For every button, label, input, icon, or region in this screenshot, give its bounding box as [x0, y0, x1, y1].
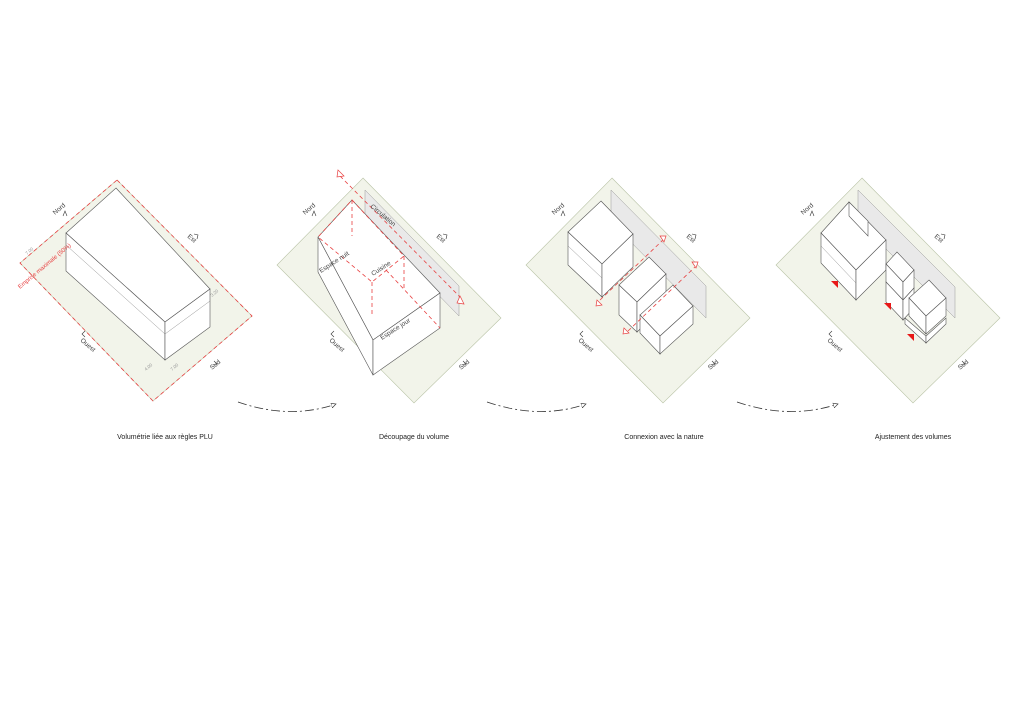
building-volume	[65, 187, 211, 361]
circulation-arrow-end-icon	[456, 295, 465, 305]
label-south: Sud	[458, 358, 472, 371]
label-west: Ouest	[826, 337, 844, 354]
label-east: Est	[685, 233, 697, 245]
dim-left: 7.00	[24, 246, 34, 256]
nature-arrow-icon	[622, 327, 630, 335]
west-arrow-icon	[828, 330, 833, 338]
nature-arrow-icon	[659, 235, 667, 243]
east-arrow-icon	[691, 233, 697, 240]
north-arrow-icon	[62, 210, 68, 217]
panel-2: Circulation Espace nuit Cuisine Espace j…	[276, 169, 502, 441]
caption-3: Connexion avec la nature	[624, 434, 703, 441]
west-arrow-icon	[330, 330, 335, 338]
building-volume-day	[639, 284, 694, 355]
caption-4: Ajustement des volumes	[875, 434, 952, 441]
flow-arrow-1	[237, 401, 336, 412]
label-east: Est	[186, 233, 198, 245]
entry-marker-icon	[884, 303, 891, 310]
label-south: Sud	[957, 358, 971, 371]
label-north: Nord	[52, 202, 68, 217]
dim-right: 3.20	[209, 288, 219, 298]
south-arrow-icon	[461, 360, 467, 366]
panel-4: Nord Est Ouest Sud Ajustement des volume…	[775, 177, 1001, 441]
dim-bottom-a: 4.00	[143, 362, 153, 372]
west-arrow-icon	[579, 330, 584, 338]
building-volume	[317, 199, 441, 376]
east-arrow-icon	[442, 233, 448, 240]
entry-marker-icon	[907, 334, 914, 341]
east-arrow-icon	[193, 233, 199, 240]
label-east: Est	[933, 233, 945, 245]
entry-marker-icon	[831, 281, 838, 288]
building-volume-day	[904, 279, 947, 344]
south-arrow-icon	[710, 360, 716, 366]
nature-arrow-icon	[595, 299, 603, 307]
label-south: Sud	[209, 358, 223, 371]
south-arrow-icon	[960, 360, 966, 366]
north-arrow-icon	[311, 210, 317, 217]
circulation-axis	[339, 175, 464, 301]
circulation-arrow-start-icon	[336, 169, 345, 178]
panel-1: 7.00 3.20 4.00 7.00 Emprise maximale (50…	[17, 179, 253, 441]
east-arrow-icon	[940, 233, 946, 240]
caption-2: Découpage du volume	[379, 434, 449, 441]
building-volume-night	[567, 200, 634, 298]
nature-axis	[627, 266, 696, 332]
label-south: Sud	[707, 358, 721, 371]
zone-divider	[385, 269, 441, 329]
caption-1: Volumétrie liée aux règles PLU	[117, 434, 213, 441]
nature-axis	[599, 239, 664, 301]
flow-arrow-2	[486, 401, 586, 412]
south-arrow-icon	[212, 360, 218, 366]
building-volume-night	[820, 201, 887, 301]
panel-3: Nord Est Ouest Sud Connexion avec la nat…	[525, 177, 751, 441]
label-west: Ouest	[577, 337, 595, 354]
west-arrow-icon	[81, 330, 86, 338]
max-footprint-outline	[19, 179, 253, 402]
label-west: Ouest	[328, 337, 346, 354]
north-arrow-icon	[560, 210, 566, 217]
circulation-volume	[364, 189, 460, 317]
zone-night	[317, 199, 405, 283]
label-east: Est	[435, 233, 447, 245]
north-arrow-icon	[809, 210, 815, 217]
dim-bottom-b: 7.00	[169, 362, 179, 372]
nature-arrow-icon	[691, 261, 699, 269]
flow-arrow-3	[736, 401, 838, 412]
